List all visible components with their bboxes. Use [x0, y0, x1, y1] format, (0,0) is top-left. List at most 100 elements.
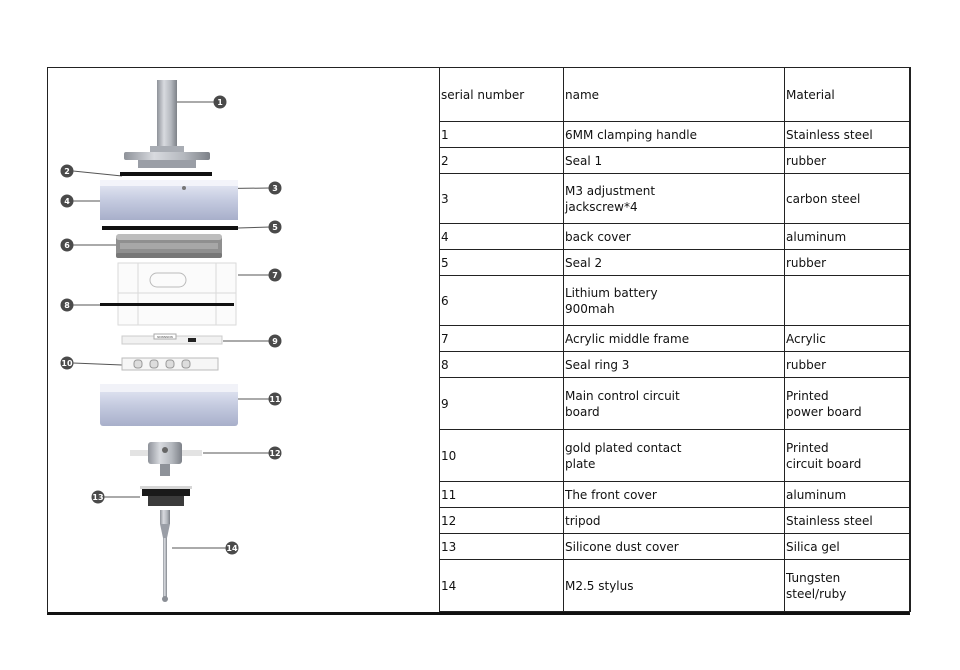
cell-serial: 1 — [439, 121, 564, 148]
callout-5: 5 — [268, 220, 282, 234]
cell-material: aluminum — [784, 481, 911, 508]
svg-text:12: 12 — [269, 449, 280, 458]
cell-name: back cover — [563, 223, 785, 250]
cell-name: Silicone dust cover — [563, 533, 785, 560]
cell-material: Printed circuit board — [784, 429, 911, 482]
svg-text:3: 3 — [272, 184, 278, 193]
pcb-marking: NNNNNNN — [157, 335, 173, 339]
cell-material: Acrylic — [784, 325, 911, 352]
cell-material: aluminum — [784, 223, 911, 250]
callout-12: 12 — [268, 446, 282, 460]
header-material: Material — [784, 67, 911, 122]
part-battery — [116, 234, 222, 258]
exploded-view-sheet: NNNNNNN — [47, 67, 911, 615]
svg-text:13: 13 — [92, 493, 103, 502]
callout-7: 7 — [268, 268, 282, 282]
cell-serial: 5 — [439, 249, 564, 276]
cell-name: Seal 1 — [563, 147, 785, 174]
callout-2: 2 — [60, 164, 74, 178]
svg-text:7: 7 — [272, 271, 278, 280]
cell-material: Stainless steel — [784, 507, 911, 534]
header-serial: serial number — [439, 67, 564, 122]
cell-material: rubber — [784, 147, 911, 174]
cell-serial: 2 — [439, 147, 564, 174]
callout-8: 8 — [60, 298, 74, 312]
callout-14: 14 — [225, 541, 239, 555]
cell-serial: 4 — [439, 223, 564, 250]
callout-13: 13 — [91, 490, 105, 504]
cell-name: M2.5 stylus — [563, 559, 785, 612]
part-contact-plate — [121, 357, 219, 371]
callout-3: 3 — [268, 181, 282, 195]
cell-serial: 9 — [439, 377, 564, 430]
cell-name: Main control circuit board — [563, 377, 785, 430]
exploded-view-diagram: NNNNNNN — [60, 80, 282, 602]
cell-material: Silica gel — [784, 533, 911, 560]
cell-name: 6MM clamping handle — [563, 121, 785, 148]
callout-11: 11 — [268, 392, 282, 406]
callout-9: 9 — [268, 334, 282, 348]
part-clamping-handle — [124, 80, 210, 168]
svg-text:11: 11 — [269, 395, 281, 404]
cell-serial: 6 — [439, 275, 564, 326]
svg-text:6: 6 — [64, 241, 70, 250]
cell-material: carbon steel — [784, 173, 911, 224]
cell-name: Acrylic middle frame — [563, 325, 785, 352]
svg-text:14: 14 — [226, 544, 238, 553]
cell-material: rubber — [784, 351, 911, 378]
cell-serial: 8 — [439, 351, 564, 378]
callouts: 1 2 3 4 5 6 7 8 9 10 11 12 13 14 — [60, 95, 282, 555]
svg-text:8: 8 — [64, 301, 70, 310]
cell-material: rubber — [784, 249, 911, 276]
part-main-board: NNNNNNN — [121, 333, 223, 345]
cell-name: Lithium battery 900mah — [563, 275, 785, 326]
cell-material: Printed power board — [784, 377, 911, 430]
cell-serial: 11 — [439, 481, 564, 508]
cell-serial: 7 — [439, 325, 564, 352]
header-name: name — [563, 67, 785, 122]
part-tripod — [130, 442, 202, 476]
cell-serial: 14 — [439, 559, 564, 612]
cell-name: Seal 2 — [563, 249, 785, 276]
part-back-cover — [100, 180, 238, 220]
cell-name: gold plated contact plate — [563, 429, 785, 482]
cell-material: Stainless steel — [784, 121, 911, 148]
cell-material — [784, 275, 911, 326]
callout-6: 6 — [60, 238, 74, 252]
part-seal-2 — [102, 226, 238, 230]
callout-10: 10 — [60, 356, 74, 370]
cell-material: Tungsten steel/ruby — [784, 559, 911, 612]
part-seal-ring-3 — [100, 303, 234, 306]
svg-text:1: 1 — [217, 98, 223, 107]
part-front-cover — [100, 384, 238, 426]
cell-name: M3 adjustment jackscrew*4 — [563, 173, 785, 224]
svg-text:10: 10 — [61, 359, 73, 368]
cell-name: Seal ring 3 — [563, 351, 785, 378]
part-seal-1 — [120, 172, 212, 176]
part-dust-cover — [140, 486, 192, 506]
svg-text:2: 2 — [64, 167, 70, 176]
callout-1: 1 — [213, 95, 227, 109]
cell-serial: 12 — [439, 507, 564, 534]
cell-serial: 3 — [439, 173, 564, 224]
part-acrylic-frame — [117, 262, 237, 326]
cell-serial: 13 — [439, 533, 564, 560]
cell-name: tripod — [563, 507, 785, 534]
cell-serial: 10 — [439, 429, 564, 482]
callout-4: 4 — [60, 194, 74, 208]
svg-text:5: 5 — [272, 223, 278, 232]
